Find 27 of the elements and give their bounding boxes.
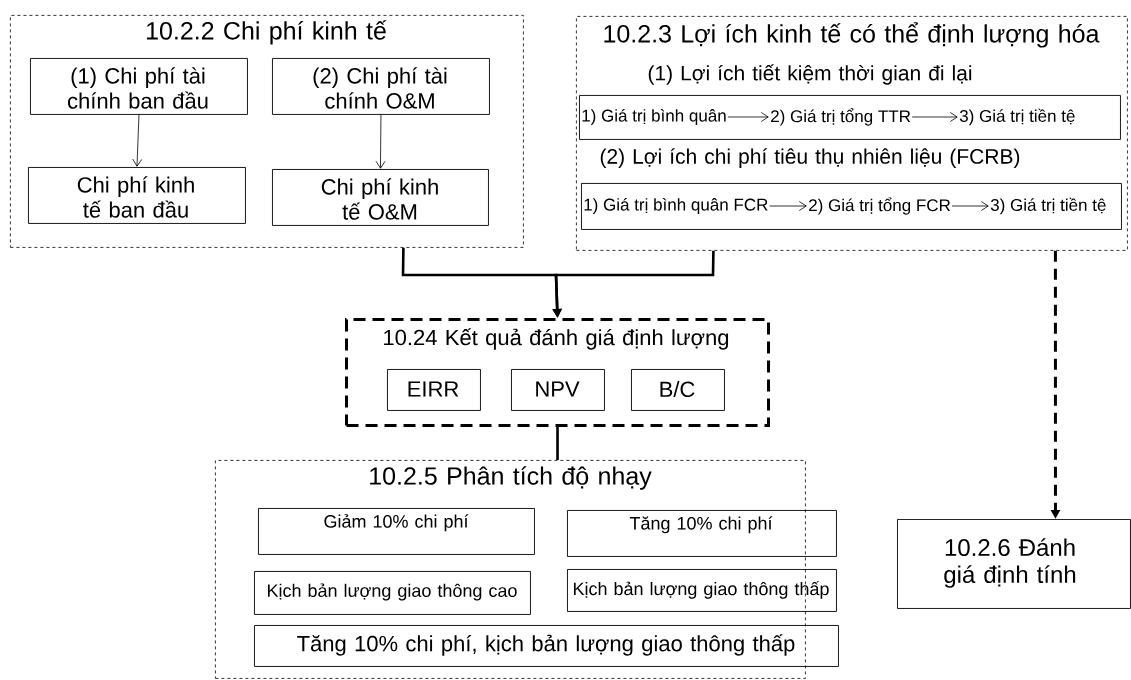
arrow [727, 112, 769, 122]
process-box: Kịch bản lượng giao thông cao [254, 571, 531, 615]
step-label: 3) Giá trị tiền tệ [990, 197, 1106, 215]
arrow [911, 112, 958, 122]
step-label: 2) Giá trị tổng TTR [771, 108, 911, 126]
flow-box [581, 183, 1122, 230]
arrow [132, 114, 143, 167]
process-box: (2) Chi phí tài chính O&M [272, 58, 490, 115]
process-box: Tăng 10% chi phí [567, 510, 837, 557]
process-box: Kịch bản lượng giao thông thấp [567, 569, 837, 612]
process-box: EIRR [387, 369, 481, 411]
process-box: Chi phí kinh tế ban đầu [28, 167, 246, 224]
step-label: 3) Giá trị tiền tệ [959, 108, 1075, 126]
arrow [951, 201, 989, 211]
process-box: (1) Chi phí tài chính ban đầu [30, 58, 248, 115]
step-label: 2) Giá trị tổng FCR [809, 197, 951, 215]
arrow [375, 114, 386, 169]
process-box: 10.2.6 Đánh giá định tính [897, 519, 1131, 609]
process-box: B/C [631, 369, 725, 411]
process-box: Chi phí kinh tế O&M [272, 169, 489, 226]
arrow [769, 201, 807, 211]
process-box: Giảm 10% chi phí [258, 508, 535, 555]
process-box: Tăng 10% chi phí, kịch bản lượng giao thông thấp [254, 625, 839, 667]
step-label: 1) Giá trị bình quân FCR [584, 198, 768, 215]
process-box: NPV [511, 369, 605, 411]
flow-box [579, 95, 1121, 140]
step-label: 1) Giá trị bình quân [582, 109, 726, 126]
